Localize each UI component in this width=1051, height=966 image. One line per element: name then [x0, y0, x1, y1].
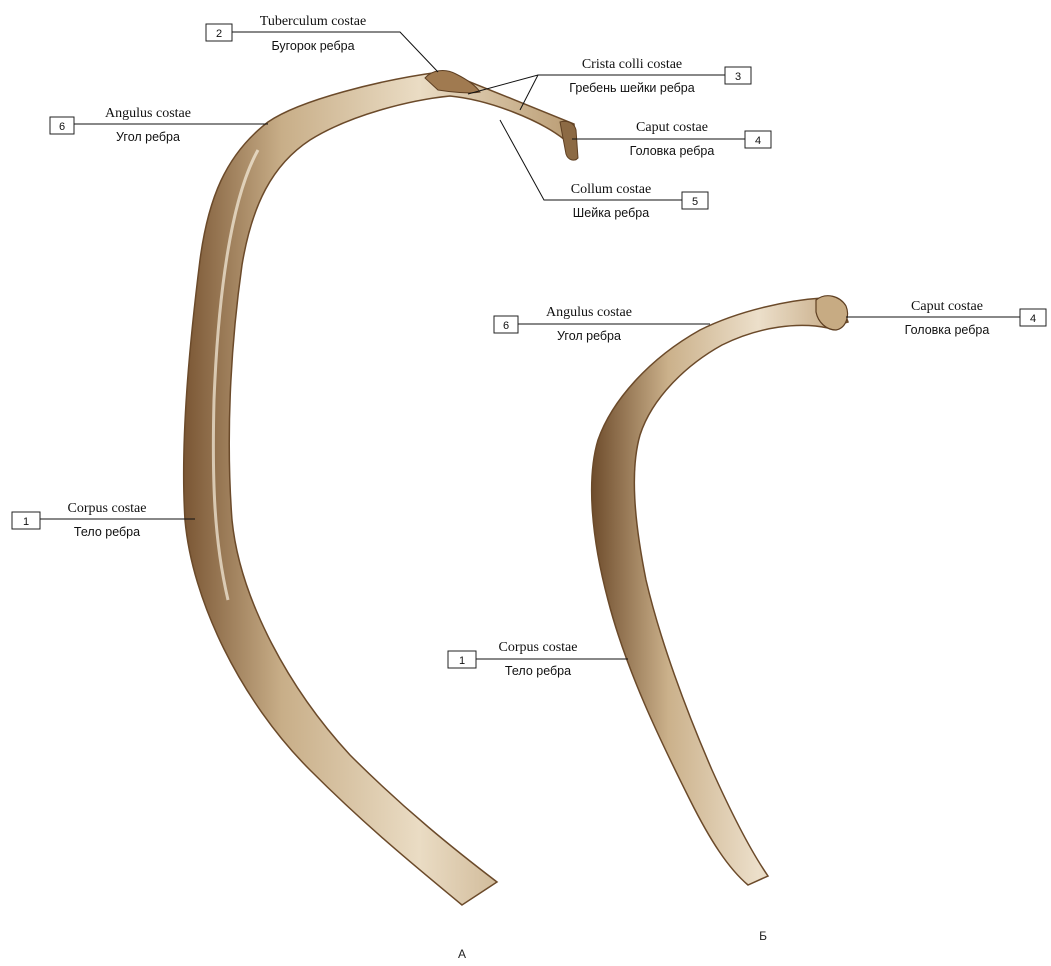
rib-a [184, 71, 578, 905]
label-corpus-a: 1 Corpus costae Тело ребра [12, 501, 146, 539]
russian-term: Гребень шейки ребра [569, 81, 694, 95]
latin-term: Caput costae [636, 120, 708, 135]
rib-a-bone [184, 72, 576, 905]
number: 4 [1030, 313, 1036, 325]
latin-term: Caput costae [911, 299, 983, 314]
number: 6 [503, 320, 509, 332]
label-angulus-a: 6 Angulus costae Угол ребра [50, 106, 191, 144]
label-tuberculum: 2 Tuberculum costae Бугорок ребра [206, 14, 366, 53]
russian-term: Угол ребра [557, 329, 621, 343]
rib-a-head [560, 121, 578, 160]
latin-term: Crista colli costae [582, 57, 682, 72]
number: 2 [216, 28, 222, 40]
russian-term: Угол ребра [116, 130, 180, 144]
panel-label-b: Б [759, 929, 767, 943]
label-caput-b: 4 Caput costae Головка ребра [905, 299, 1046, 337]
leader-crista-2 [520, 75, 538, 110]
russian-term: Головка ребра [630, 144, 715, 158]
number: 5 [692, 196, 698, 208]
latin-term: Angulus costae [105, 106, 191, 121]
panel-label-a: А [458, 947, 466, 961]
number: 1 [459, 655, 465, 667]
latin-term: Tuberculum costae [260, 14, 366, 29]
latin-term: Corpus costae [68, 501, 147, 516]
latin-term: Corpus costae [499, 640, 578, 655]
label-collum: 5 Collum costae Шейка ребра [571, 182, 708, 220]
rib-b-bone [592, 298, 848, 885]
number: 3 [735, 71, 741, 83]
russian-term: Шейка ребра [573, 206, 649, 220]
number: 4 [755, 135, 761, 147]
label-crista: 3 Crista colli costae Гребень шейки ребр… [569, 57, 751, 95]
latin-term: Angulus costae [546, 305, 632, 320]
russian-term: Тело ребра [505, 664, 571, 678]
number: 1 [23, 516, 29, 528]
latin-term: Collum costae [571, 182, 652, 197]
russian-term: Головка ребра [905, 323, 990, 337]
russian-term: Бугорок ребра [271, 39, 354, 53]
rib-b [592, 296, 848, 885]
number: 6 [59, 121, 65, 133]
russian-term: Тело ребра [74, 525, 140, 539]
leader-lines [40, 32, 1020, 659]
